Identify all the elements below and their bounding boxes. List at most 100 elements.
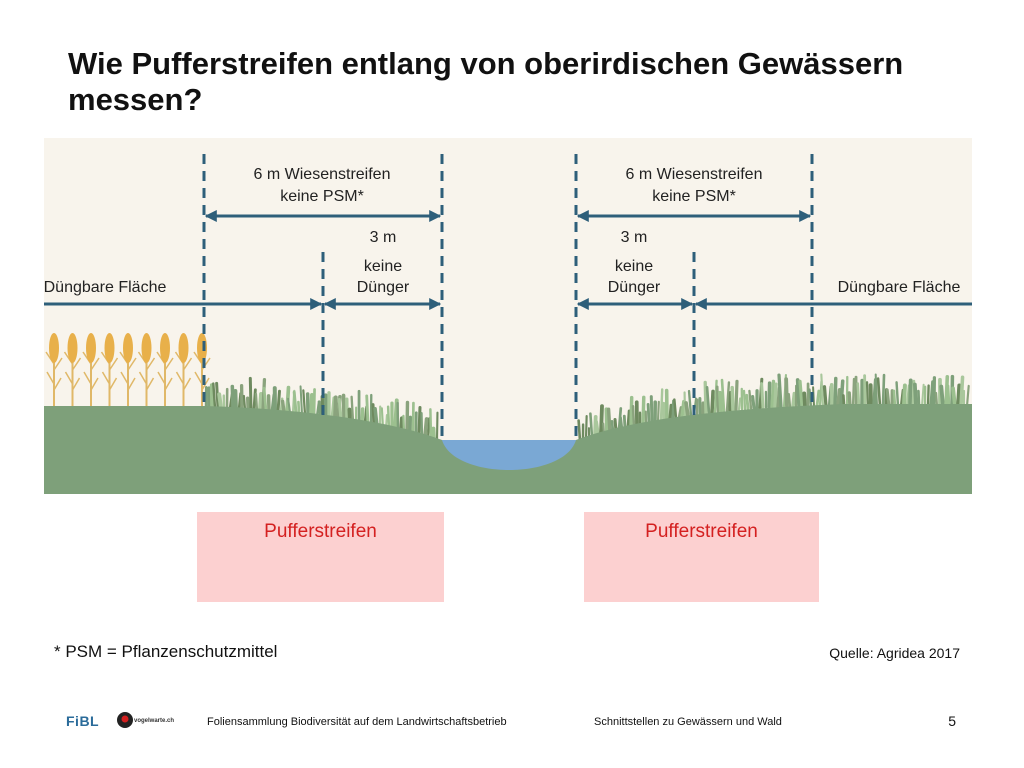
grass-blade: [280, 399, 286, 414]
grass-blade: [386, 405, 391, 430]
grass-blade: [839, 379, 845, 408]
grass-blade: [908, 378, 913, 408]
grass-blade: [773, 382, 778, 409]
grass-blade: [965, 384, 970, 408]
left-no-fertilizer-line2: Dünger: [357, 279, 410, 296]
grass-blade: [946, 384, 951, 408]
grass-blade: [626, 409, 631, 430]
grass-blade: [934, 391, 939, 408]
grass-blade: [312, 388, 316, 417]
grass-blade: [836, 387, 842, 408]
grass-blade: [276, 389, 281, 413]
grass-blade: [287, 397, 292, 414]
right-strip-label-line2: keine PSM*: [652, 188, 736, 205]
grass-blade: [417, 406, 422, 438]
grass-blade: [808, 388, 813, 408]
grass-blade: [795, 378, 801, 408]
right-no-fertilizer-line1: keine: [615, 258, 653, 275]
right-buffer-label: Pufferstreifen: [645, 521, 758, 542]
grass-blade: [705, 386, 711, 415]
grass-blade: [944, 375, 950, 408]
grass-blade: [297, 400, 301, 415]
grass-blade: [851, 377, 856, 408]
right-field-label: Düngbare Fläche: [838, 279, 961, 296]
grass-blade: [710, 389, 715, 415]
grass-blade: [718, 390, 723, 414]
page-number: 5: [948, 713, 956, 729]
grass-blade: [784, 377, 789, 409]
grass-blade: [881, 373, 886, 408]
grass-blade: [365, 394, 370, 426]
grass-blade: [951, 386, 957, 408]
grass-blade: [798, 379, 804, 408]
grass-blade: [913, 382, 918, 408]
grass-blade: [926, 384, 930, 408]
grass-blade: [833, 376, 838, 408]
grass-blade: [292, 390, 298, 415]
grass-blade: [874, 373, 879, 408]
grass-blade: [629, 395, 634, 429]
footer-collection-title: Foliensammlung Biodiversität auf dem Lan…: [207, 716, 507, 728]
right-buffer-box: Pufferstreifen: [584, 512, 819, 602]
grass-blade: [317, 400, 322, 418]
grass-blade: [767, 381, 772, 409]
grass-blade: [233, 388, 238, 411]
grass-blade: [577, 419, 582, 443]
left-buffer-label: Pufferstreifen: [264, 521, 377, 542]
slide-title: Wie Pufferstreifen entlang von oberirdis…: [68, 46, 904, 117]
grass-blade: [677, 406, 683, 419]
grass-blade: [929, 380, 935, 408]
grass-blade: [791, 391, 797, 409]
grass-blade: [684, 401, 690, 418]
left-no-fertilizer-line1: keine: [364, 258, 402, 275]
grass-blade: [895, 381, 900, 408]
grass-blade: [212, 382, 217, 410]
grass-blade: [742, 389, 747, 411]
grass-blade: [920, 383, 925, 408]
grass-blade: [737, 397, 742, 411]
buffer-strip-diagram: 6 m Wiesenstreifen keine PSM* 3 m keine …: [44, 138, 972, 494]
grass-blade: [680, 399, 686, 419]
grass-blade: [745, 393, 750, 411]
grass-blade: [892, 389, 897, 408]
grass-blade: [350, 395, 355, 423]
grass-blade: [820, 373, 825, 408]
grass-blade: [751, 395, 756, 410]
grass-blade: [802, 391, 807, 408]
grass-blade: [254, 392, 259, 411]
wheat-stalk: [174, 333, 193, 406]
grass-blade: [330, 396, 336, 420]
grass-blade: [215, 381, 220, 410]
grass-blade: [668, 403, 673, 421]
grass-blade: [631, 404, 636, 428]
wheat-stalk: [100, 333, 119, 406]
grass-blade: [715, 385, 720, 414]
left-strip-label-line2: keine PSM*: [280, 188, 364, 205]
grass-blade: [847, 391, 852, 408]
left-buffer-box: Pufferstreifen: [197, 512, 444, 602]
right-3m-label: 3 m: [621, 229, 648, 246]
vogelwarte-logo-icon: [117, 712, 133, 728]
wheat-field: [45, 333, 211, 406]
fibl-logo: FiBL: [66, 713, 100, 729]
grass-blade: [885, 388, 891, 408]
psm-footnote: * PSM = Pflanzenschutzmittel: [54, 642, 278, 661]
wheat-stalk: [63, 333, 82, 406]
grass-blade: [262, 386, 268, 412]
source-citation: Quelle: Agridea 2017: [829, 645, 960, 661]
grass-blade: [865, 381, 870, 408]
grass-blade: [725, 381, 731, 412]
grass-blade: [730, 385, 735, 412]
grass-blade: [902, 383, 907, 408]
grass-blade: [659, 388, 664, 422]
grass-blade: [703, 380, 708, 415]
wheat-stalk: [156, 333, 174, 406]
grass-blade: [252, 388, 257, 411]
grass-blade: [876, 377, 882, 408]
grass-blade: [822, 385, 828, 408]
water-body: [442, 440, 576, 470]
grass-blade: [258, 391, 264, 412]
grass-blade: [584, 415, 588, 441]
grass-blade: [815, 389, 821, 408]
grass-blade: [333, 395, 338, 421]
